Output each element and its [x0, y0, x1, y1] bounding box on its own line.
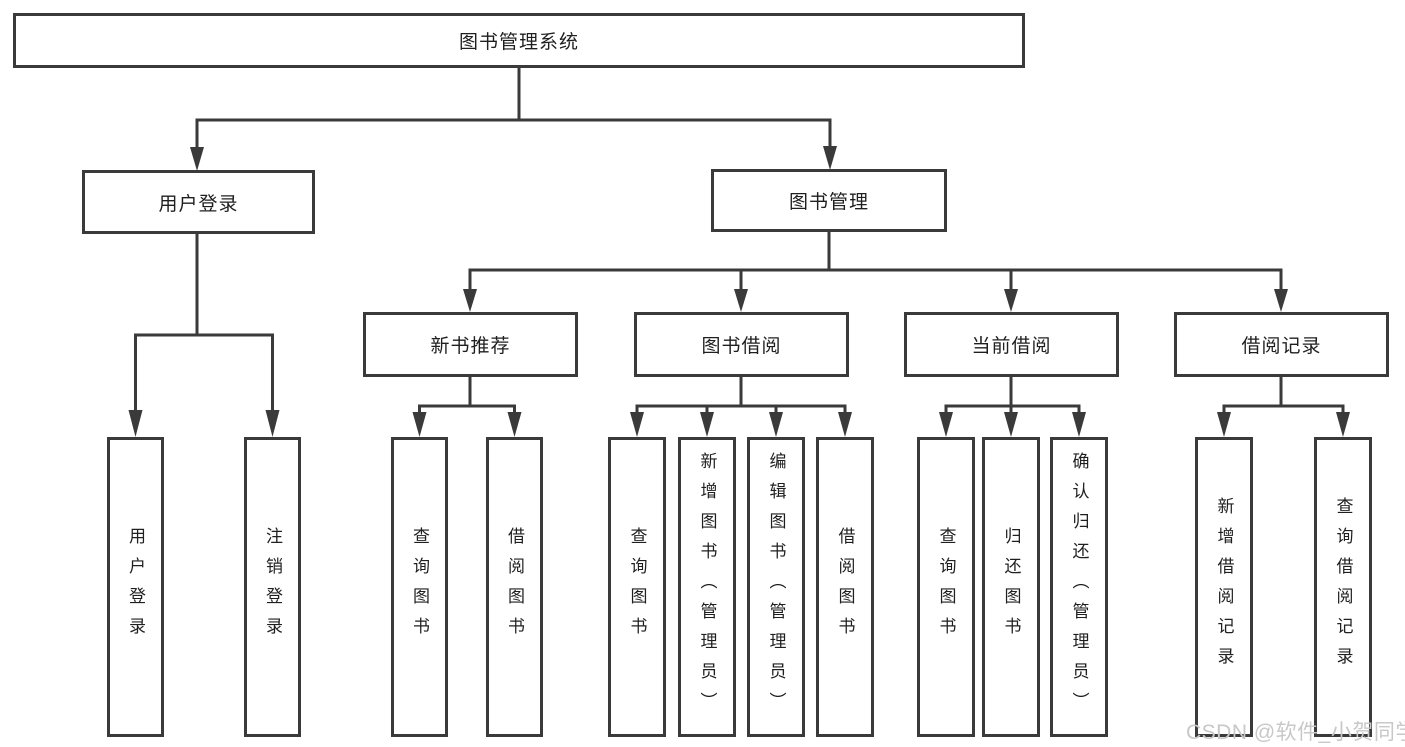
leaf-label: 编辑图书（管理员）: [766, 452, 786, 722]
leaf-label: 借阅图书: [835, 527, 855, 647]
leaf-label: 查询借阅记录: [1333, 497, 1353, 677]
leaf-return-book: 归还图书: [982, 437, 1040, 737]
leaf-confirm-return-admin: 确认归还（管理员）: [1050, 437, 1108, 737]
leaf-label: 注销登录: [263, 527, 282, 647]
leaf-query-books-recommend: 查询图书: [391, 437, 448, 737]
leaf-borrow-books: 借阅图书: [816, 437, 874, 737]
node-book-borrow: 图书借阅: [634, 312, 849, 377]
leaf-add-borrow-record: 新增借阅记录: [1195, 437, 1253, 737]
leaf-label: 确认归还（管理员）: [1069, 452, 1089, 722]
leaf-label: 查询图书: [936, 527, 956, 647]
node-book-management: 图书管理: [711, 169, 947, 232]
node-user-login: 用户登录: [82, 170, 315, 234]
leaf-query-books-borrow: 查询图书: [608, 437, 666, 737]
leaf-label: 借阅图书: [505, 527, 524, 647]
leaf-query-borrow-record: 查询借阅记录: [1314, 437, 1372, 737]
leaf-label: 查询图书: [627, 527, 647, 647]
node-library-system: 图书管理系统: [13, 13, 1025, 68]
leaf-query-books-current: 查询图书: [917, 437, 975, 737]
watermark: CSDN @软件_小贺同学: [1186, 721, 1405, 744]
leaf-edit-book-admin: 编辑图书（管理员）: [747, 437, 805, 737]
leaf-label: 查询图书: [410, 527, 429, 647]
leaf-add-book-admin: 新增图书（管理员）: [678, 437, 736, 737]
leaf-user-login: 用户登录: [107, 437, 164, 737]
node-current-borrow: 当前借阅: [904, 312, 1119, 377]
leaf-label: 新增图书（管理员）: [697, 452, 717, 722]
leaf-borrow-books-recommend: 借阅图书: [486, 437, 543, 737]
node-borrow-records: 借阅记录: [1174, 312, 1389, 377]
node-new-book-recommend: 新书推荐: [363, 312, 578, 377]
leaf-label: 新增借阅记录: [1214, 497, 1234, 677]
leaf-label: 归还图书: [1001, 527, 1021, 647]
leaf-label: 用户登录: [126, 527, 145, 647]
leaf-logout: 注销登录: [244, 437, 301, 737]
